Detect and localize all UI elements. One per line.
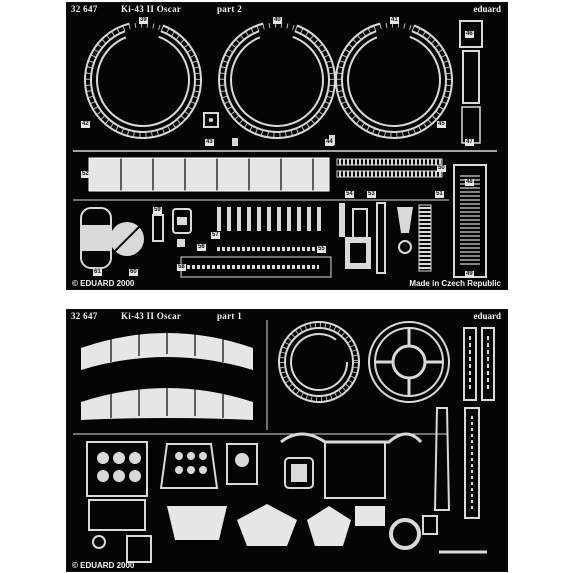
eduard-brand-logo: eduard [473, 4, 501, 14]
part-number-56: 56 [197, 244, 206, 251]
part-number-59: 59 [153, 207, 162, 214]
fret-part1-artwork [73, 320, 495, 563]
part-number-57: 57 [211, 232, 220, 239]
part-number-39: 39 [139, 17, 148, 24]
part-number-48: 48 [465, 179, 474, 186]
part-number-43: 43 [205, 139, 214, 146]
fret-header-part: part 1 [217, 311, 243, 321]
part-number-52: 52 [81, 171, 90, 178]
fret-header-code: 32 647 [71, 311, 98, 321]
photo-etch-fret-part1: 32 647 Ki-43 II Oscar part 1 eduard [66, 309, 508, 572]
curved-panel-upper [81, 330, 253, 370]
ring-part-right [368, 321, 450, 403]
part-number-58: 58 [177, 264, 186, 271]
part-number-55: 55 [317, 246, 326, 253]
part-number-46: 46 [465, 31, 474, 38]
part-number-60: 60 [129, 269, 138, 276]
ring-part-40 [218, 21, 336, 139]
eduard-brand-logo: eduard [473, 311, 501, 321]
ring-part-41 [335, 21, 453, 139]
fret-header-title: Ki-43 II Oscar [121, 311, 182, 321]
part-number-47: 47 [465, 139, 474, 146]
part-number-51: 51 [435, 191, 444, 198]
part-number-49: 49 [465, 271, 474, 278]
fret-header-code: 32 647 [71, 4, 98, 14]
part-number-54: 54 [345, 191, 354, 198]
part-number-53: 53 [367, 191, 376, 198]
fret-header-title: Ki-43 II Oscar [121, 4, 182, 14]
ring-part-39 [84, 21, 202, 139]
photo-etch-fret-part2: 32 647 Ki-43 II Oscar part 2 eduard [66, 2, 508, 290]
part-number-50: 50 [437, 165, 446, 172]
part-number-61: 61 [93, 269, 102, 276]
copyright-text: © EDUARD 2000 [72, 279, 135, 288]
part-number-42: 42 [81, 121, 90, 128]
fret-part2-artwork [73, 20, 497, 278]
panel-part-52 [88, 157, 330, 192]
ring-part-left [278, 321, 360, 403]
part-number-45: 45 [437, 121, 446, 128]
fret-header-part: part 2 [217, 4, 243, 14]
part-number-41: 41 [390, 17, 399, 24]
part-number-44: 44 [325, 139, 334, 146]
made-in-text: Made in Czech Republic [409, 279, 501, 288]
part-number-40: 40 [273, 17, 282, 24]
curved-panel-lower [81, 386, 253, 420]
copyright-text: © EDUARD 2000 [72, 561, 135, 570]
